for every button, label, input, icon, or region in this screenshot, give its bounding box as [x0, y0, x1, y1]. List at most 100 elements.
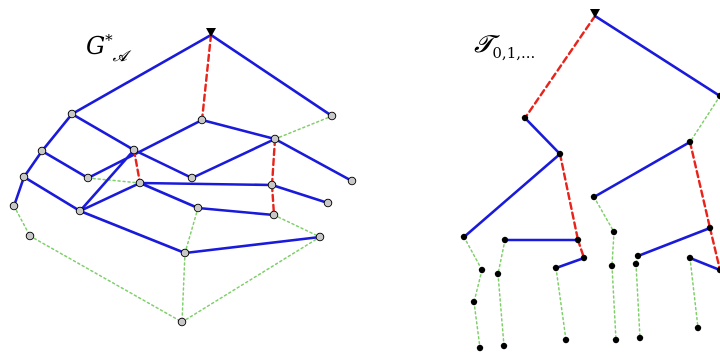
- right-node: [686, 254, 694, 262]
- left-node: [327, 111, 337, 121]
- right-solid-edge: [523, 116, 562, 156]
- left-node: [37, 146, 47, 156]
- left-node: [193, 203, 203, 213]
- left-solid-edge: [196, 206, 276, 217]
- left-node: [315, 232, 325, 242]
- left-solid-edge: [209, 33, 334, 118]
- left-graph-label: G*𝓐: [86, 31, 127, 65]
- left-solid-edge: [78, 209, 187, 255]
- left-graph-label-main: G: [86, 32, 106, 60]
- right-solid-edge: [592, 140, 692, 199]
- left-solid-edge: [273, 137, 354, 183]
- left-dotted-edge: [181, 236, 321, 323]
- right-node: [580, 254, 588, 262]
- left-solid-edge: [132, 148, 194, 180]
- left-node: [347, 176, 357, 186]
- right-node: [694, 324, 702, 332]
- right-node: [552, 264, 560, 272]
- right-solid-edge: [462, 152, 562, 239]
- right-dotted-edge: [463, 236, 483, 271]
- right-node: [608, 262, 616, 270]
- left-solid-edge: [12, 175, 26, 208]
- right-dashed-edge: [523, 14, 597, 120]
- right-root-marker: [590, 9, 600, 18]
- right-node: [632, 260, 640, 268]
- left-node: [270, 134, 280, 144]
- right-node: [470, 298, 478, 306]
- right-solid-edge: [688, 256, 720, 272]
- left-solid-edge: [270, 183, 330, 205]
- left-solid-edge: [40, 112, 74, 153]
- right-node: [500, 342, 508, 350]
- left-node: [9, 201, 19, 211]
- right-dotted-edge: [473, 269, 483, 303]
- right-dotted-edge: [497, 273, 505, 347]
- left-dotted-edge: [87, 177, 141, 184]
- right-node: [521, 114, 529, 122]
- left-node: [187, 173, 197, 183]
- right-node: [478, 266, 486, 274]
- left-dotted-edge: [13, 205, 31, 237]
- left-node: [75, 206, 85, 216]
- right-dashed-edge: [558, 152, 580, 242]
- left-solid-edge: [190, 137, 277, 180]
- right-dotted-edge: [593, 196, 615, 233]
- right-graph-label: 𝓣0,1,...: [474, 30, 535, 62]
- right-node: [460, 233, 468, 241]
- left-node: [129, 145, 139, 155]
- right-dotted-edge: [555, 267, 567, 341]
- left-node: [135, 178, 145, 188]
- left-dashed-edge: [270, 137, 277, 187]
- right-node: [610, 228, 618, 236]
- right-node: [494, 270, 502, 278]
- right-node: [716, 266, 720, 274]
- right-solid-edge: [593, 14, 720, 98]
- right-node: [612, 336, 620, 344]
- left-dashed-edge: [200, 33, 213, 122]
- right-solid-edge: [554, 256, 586, 270]
- left-solid-edge: [200, 118, 277, 141]
- left-solid-edge: [40, 149, 90, 180]
- left-node: [19, 172, 29, 182]
- right-dashed-edge: [688, 140, 712, 230]
- right-node: [636, 334, 644, 342]
- right-node: [686, 138, 694, 146]
- right-solid-edge: [636, 226, 712, 258]
- left-node: [269, 210, 279, 220]
- left-solid-edge: [138, 181, 274, 187]
- right-node: [634, 252, 642, 260]
- left-dotted-edge: [29, 235, 183, 323]
- left-solid-edge: [70, 112, 136, 152]
- right-dotted-edge: [473, 301, 481, 349]
- right-dotted-edge: [497, 239, 506, 275]
- right-dotted-edge: [689, 95, 720, 143]
- left-solid-edge: [78, 181, 142, 213]
- right-node: [574, 236, 582, 244]
- right-graph-label-main: 𝓣: [474, 30, 493, 58]
- right-node: [706, 224, 714, 232]
- left-solid-edge: [22, 175, 82, 213]
- left-solid-edge: [22, 149, 44, 179]
- left-solid-edge: [183, 235, 322, 255]
- left-graph-label-sup: *: [105, 31, 113, 49]
- left-node: [177, 317, 187, 327]
- left-node: [323, 198, 333, 208]
- right-dotted-edge: [611, 231, 615, 267]
- left-solid-edge: [86, 118, 204, 180]
- left-dotted-edge: [273, 214, 321, 238]
- left-dotted-edge: [181, 252, 186, 323]
- right-graph-label-sub: 0,1,...: [492, 44, 536, 62]
- left-solid-edge: [70, 33, 213, 116]
- left-dotted-edge: [184, 207, 199, 254]
- left-graph-label-sub: 𝓐: [112, 47, 128, 65]
- left-node: [83, 173, 93, 183]
- right-node: [556, 150, 564, 158]
- left-root-marker: [206, 28, 216, 37]
- right-node: [716, 92, 720, 100]
- left-dashed-edge: [132, 148, 142, 185]
- right-dotted-edge: [689, 257, 699, 329]
- left-solid-edge: [138, 181, 200, 210]
- left-node: [197, 115, 207, 125]
